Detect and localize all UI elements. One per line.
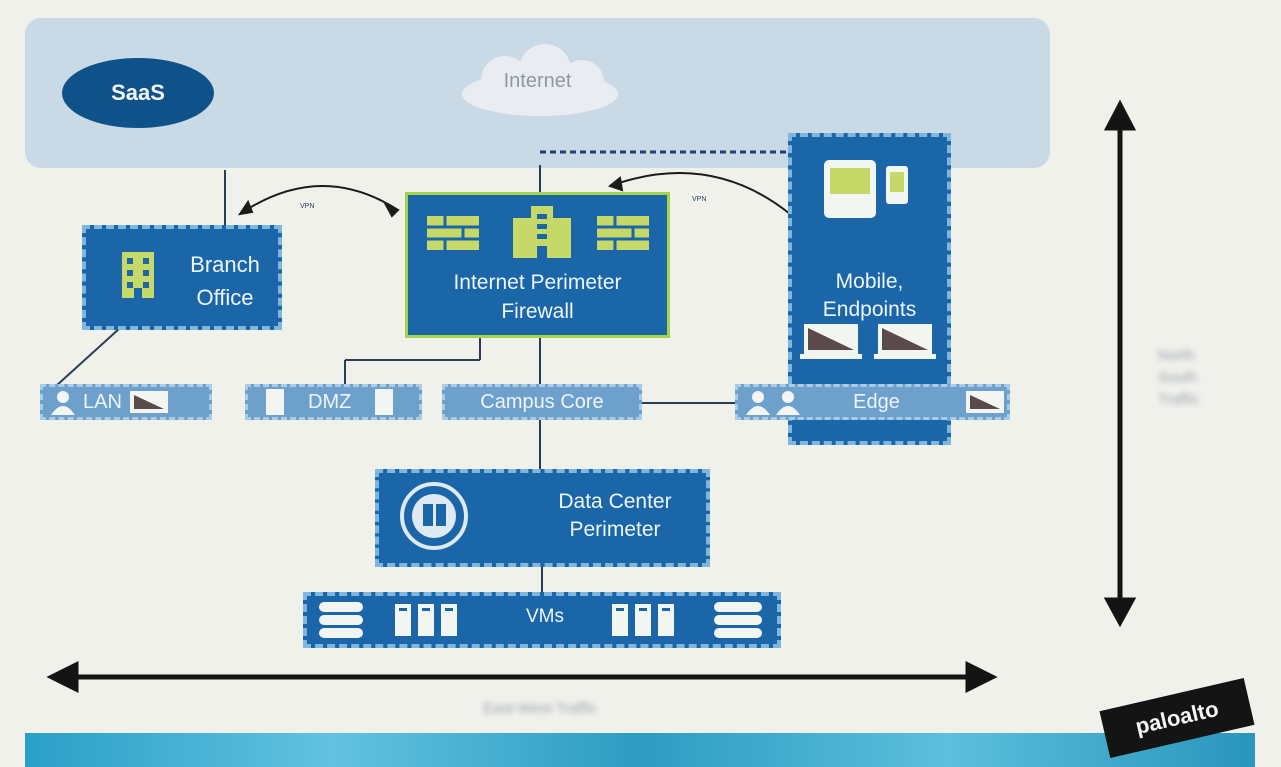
server-icon: [266, 389, 284, 415]
laptop-icon: [874, 324, 936, 359]
north-south-label: North South Traffic: [1158, 345, 1218, 411]
user-icon: [51, 391, 75, 415]
firewall-brick-icon: [597, 216, 649, 250]
dmz-label: DMZ: [308, 390, 352, 413]
monitor-icon: [965, 391, 1004, 413]
server-icon: [395, 604, 457, 636]
data-center-label: Data Center Perimeter: [525, 488, 705, 544]
vpn-mobile-label: VPN: [692, 196, 707, 203]
saas-label: SaaS: [111, 80, 165, 105]
laptop-icons: [800, 324, 936, 359]
server-icon: [612, 604, 674, 636]
monitor-icon: [129, 391, 168, 413]
dc-label-line2: Perimeter: [569, 518, 661, 541]
tablet-phone-icons: [824, 160, 908, 218]
branch-label-line1: Branch: [190, 252, 260, 277]
branch-label-line2: Office: [196, 285, 254, 310]
vertical-axis-line3: Traffic: [1158, 391, 1199, 408]
phone-icon: [886, 166, 908, 204]
internet-label: Internet: [503, 69, 572, 92]
lan-node: LAN: [40, 384, 212, 420]
edge-label: Edge: [853, 390, 900, 413]
vms-node: [303, 592, 781, 648]
internet-cloud-icon: [462, 44, 618, 116]
user-icon: [746, 391, 800, 415]
branch-office-node: [82, 225, 282, 330]
database-icon: [714, 602, 762, 638]
vpn-branch-label: VPN: [300, 203, 315, 210]
shield-server-icon: [400, 482, 468, 550]
east-west-label: East-West Traffic: [483, 700, 597, 717]
brand-label: paloalto: [1132, 695, 1221, 740]
database-icon: [319, 602, 363, 638]
mobile-label-line1: Mobile,: [835, 270, 904, 293]
server-icon: [375, 389, 394, 415]
mobile-endpoints-label: Mobile, Endpoints: [788, 268, 951, 324]
dc-label-line1: Data Center: [558, 490, 672, 513]
firewall-icons: [427, 206, 649, 258]
vms-label: VMs: [526, 606, 564, 627]
tablet-icon: [824, 160, 876, 218]
firewall-label-line2: Firewall: [501, 300, 574, 323]
vertical-axis-line1: North: [1158, 347, 1195, 364]
building-icon: [513, 206, 571, 258]
footer-decorative-strip: [25, 733, 1255, 767]
firewall-label-line1: Internet Perimeter: [453, 271, 622, 294]
vertical-axis-line2: South: [1158, 369, 1198, 386]
mobile-label-line2: Endpoints: [822, 298, 917, 321]
edge-node: Edge: [735, 384, 1010, 420]
building-icon: [122, 252, 154, 298]
lan-label: LAN: [83, 390, 122, 413]
campus-core-label: Campus Core: [480, 390, 604, 413]
firewall-brick-icon: [427, 216, 479, 250]
saas-node: SaaS: [62, 58, 214, 128]
firewall-label: Internet Perimeter Firewall: [405, 268, 670, 326]
dmz-node: DMZ: [245, 384, 422, 420]
vm-left-icons: [319, 602, 457, 638]
branch-office-label: Branch Office: [170, 248, 280, 314]
vm-right-icons: [612, 602, 762, 638]
campus-core-node: Campus Core: [442, 384, 642, 420]
laptop-icon: [800, 324, 862, 359]
